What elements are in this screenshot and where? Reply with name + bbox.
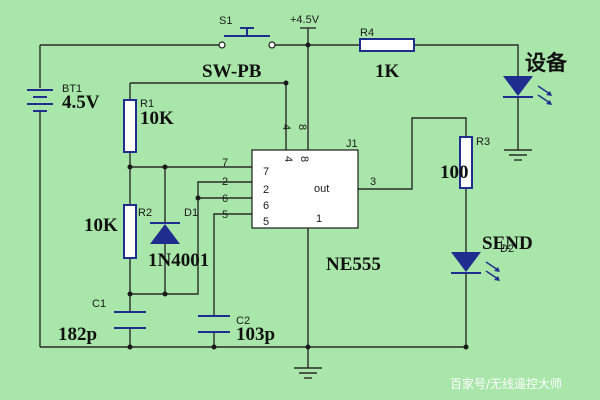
- capacitor-c1: [114, 311, 146, 329]
- battery-ref-label: BT1: [62, 83, 82, 95]
- pin-8-inner-label: 8: [298, 156, 310, 162]
- pin-6-label: 6: [222, 193, 228, 205]
- ground-symbol-device: [504, 149, 532, 161]
- pin-3-label: 3: [370, 176, 376, 188]
- r1-ref-label: R1: [140, 98, 154, 110]
- pin-7-label: 7: [222, 157, 228, 169]
- pin-8-outer-label: 8: [296, 124, 308, 130]
- pin-7-inner-label: 7: [263, 166, 269, 178]
- out-pin-label: out: [314, 183, 329, 195]
- pin-6-inner-label: 6: [263, 200, 269, 212]
- junction-dots: [127, 42, 469, 350]
- r4-ref-label: R4: [360, 27, 374, 39]
- pin-4-inner-label: 4: [282, 156, 294, 162]
- pin-2-inner-label: 2: [263, 184, 269, 196]
- c2-ref-label: C2: [236, 315, 250, 327]
- pin-2-label: 2: [222, 176, 228, 188]
- d1-value-label: 1N4001: [148, 250, 209, 271]
- r3-value-label: 100: [440, 162, 469, 183]
- pin-4-outer-label: 4: [280, 124, 292, 130]
- d1-ref-label: D1: [184, 207, 198, 219]
- c1-ref-label: C1: [92, 298, 106, 310]
- capacitor-c2: [198, 315, 230, 333]
- ic-value-label: NE555: [326, 254, 381, 275]
- watermark-text: 百家号/无线遥控大师: [450, 376, 562, 391]
- r2-value-label: 10K: [84, 215, 118, 236]
- pin-5-label: 5: [222, 209, 228, 221]
- resistor-r3: [459, 136, 473, 189]
- battery-value-label: 4.5V: [62, 92, 100, 113]
- supply-voltage-label: +4.5V: [290, 14, 320, 26]
- pin-5-inner-label: 5: [263, 216, 269, 228]
- switch-value-label: SW-PB: [202, 61, 262, 82]
- resistor-r1: [123, 99, 137, 153]
- device-led-label: 设备: [525, 51, 568, 75]
- ne555-chip: [251, 149, 359, 229]
- resistor-r4: [359, 38, 415, 52]
- r1-value-label: 10K: [140, 108, 174, 129]
- push-button-switch: [218, 27, 276, 49]
- send-led-ref-label: D2: [500, 243, 514, 255]
- ic-ref-label: J1: [346, 138, 358, 150]
- send-led-label: SEND: [482, 233, 533, 254]
- battery: [27, 89, 53, 112]
- r4-value-label: 1K: [375, 61, 400, 82]
- led-send: [451, 252, 500, 281]
- led-device: [503, 76, 552, 105]
- pin-1-label: 1: [316, 213, 322, 225]
- diode-d1: [150, 222, 180, 244]
- c1-value-label: 182p: [58, 324, 97, 345]
- resistor-r2: [123, 204, 137, 259]
- switch-ref-label: S1: [219, 15, 232, 27]
- r3-ref-label: R3: [476, 136, 490, 148]
- c2-value-label: 103p: [236, 324, 275, 345]
- wires: [39, 28, 519, 368]
- r2-ref-label: R2: [138, 207, 152, 219]
- ground-symbol-main: [294, 367, 322, 379]
